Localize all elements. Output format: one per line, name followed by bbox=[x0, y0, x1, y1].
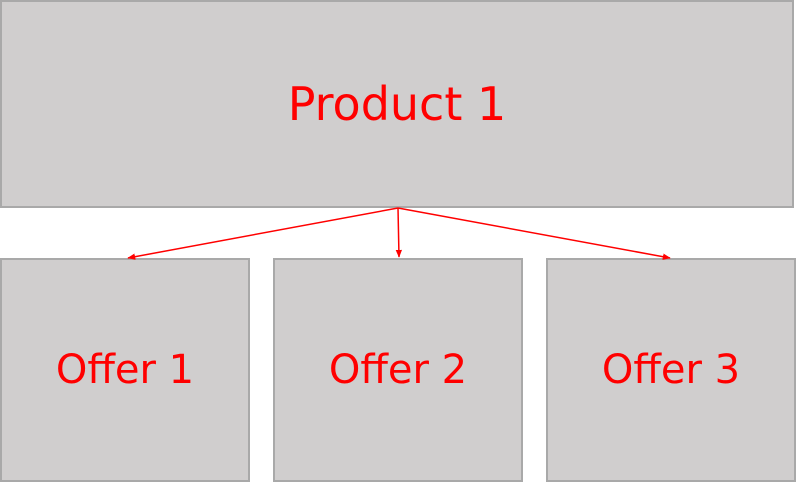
product-label: Product 1 bbox=[287, 77, 507, 131]
offer-label-1: Offer 1 bbox=[55, 347, 195, 393]
offer-node-1: Offer 1 bbox=[0, 258, 250, 482]
offer-node-3: Offer 3 bbox=[546, 258, 796, 482]
arrow-to-offer-3 bbox=[397, 207, 671, 260]
offer-label-3: Offer 3 bbox=[601, 347, 741, 393]
offer-node-2: Offer 2 bbox=[273, 258, 523, 482]
product-node: Product 1 bbox=[0, 0, 794, 208]
arrow-to-offer-2 bbox=[395, 207, 403, 258]
offer-label-2: Offer 2 bbox=[328, 347, 468, 393]
arrow-to-offer-1 bbox=[127, 207, 399, 260]
